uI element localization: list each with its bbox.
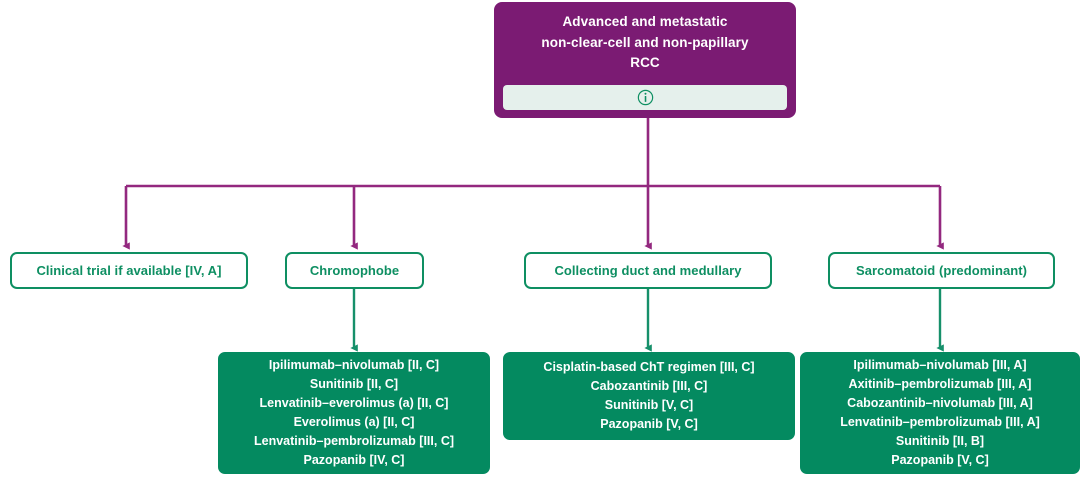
category-box-clinical-trial[interactable]: Clinical trial if available [IV, A] xyxy=(10,252,248,289)
treatment-item: Sunitinib [V, C] xyxy=(604,398,694,412)
root-node-advanced-metastatic-rcc: Advanced and metastatic non-clear-cell a… xyxy=(494,2,796,118)
category-box-collecting-duct-and-medullary[interactable]: Collecting duct and medullary xyxy=(524,252,772,289)
treatment-item: Sunitinib [II, B] xyxy=(895,434,985,448)
treatment-box-collecting-duct-and-medullary: Cisplatin-based ChT regimen [III, C] Cab… xyxy=(503,352,795,440)
category-box-chromophobe[interactable]: Chromophobe xyxy=(285,252,424,289)
root-info-bar[interactable] xyxy=(503,85,787,110)
treatment-item: Ipilimumab–nivolumab [III, A] xyxy=(853,358,1027,372)
treatment-item: Cabozantinib [III, C] xyxy=(590,379,708,393)
category-label: Clinical trial if available [IV, A] xyxy=(36,263,222,278)
category-label: Sarcomatoid (predominant) xyxy=(856,263,1027,278)
treatment-item: Pazopanib [V, C] xyxy=(891,453,989,467)
treatment-item: Cisplatin-based ChT regimen [III, C] xyxy=(543,360,755,374)
treatment-item: Lenvatinib–pembrolizumab [III, A] xyxy=(840,415,1040,429)
treatment-box-chromophobe: Ipilimumab–nivolumab [II, C] Sunitinib [… xyxy=(218,352,490,474)
category-label: Chromophobe xyxy=(309,263,400,278)
info-circle-icon[interactable] xyxy=(637,89,654,106)
category-box-sarcomatoid[interactable]: Sarcomatoid (predominant) xyxy=(828,252,1055,289)
treatment-item: Cabozantinib–nivolumab [III, A] xyxy=(847,396,1033,410)
treatment-item: Pazopanib [IV, C] xyxy=(303,453,405,467)
treatment-item: Lenvatinib–everolimus (a) [II, C] xyxy=(259,396,449,410)
root-node-title: Advanced and metastatic non-clear-cell a… xyxy=(541,14,749,71)
treatment-item: Lenvatinib–pembrolizumab [III, C] xyxy=(253,434,455,448)
category-label: Collecting duct and medullary xyxy=(554,263,742,278)
treatment-item: Axitinib–pembrolizumab [III, A] xyxy=(848,377,1032,391)
treatment-item: Ipilimumab–nivolumab [II, C] xyxy=(268,358,440,372)
treatment-item: Everolimus (a) [II, C] xyxy=(293,415,415,429)
treatment-item: Pazopanib [V, C] xyxy=(600,417,698,431)
treatment-item: Sunitinib [II, C] xyxy=(309,377,399,391)
treatment-box-sarcomatoid: Ipilimumab–nivolumab [III, A] Axitinib–p… xyxy=(800,352,1080,474)
